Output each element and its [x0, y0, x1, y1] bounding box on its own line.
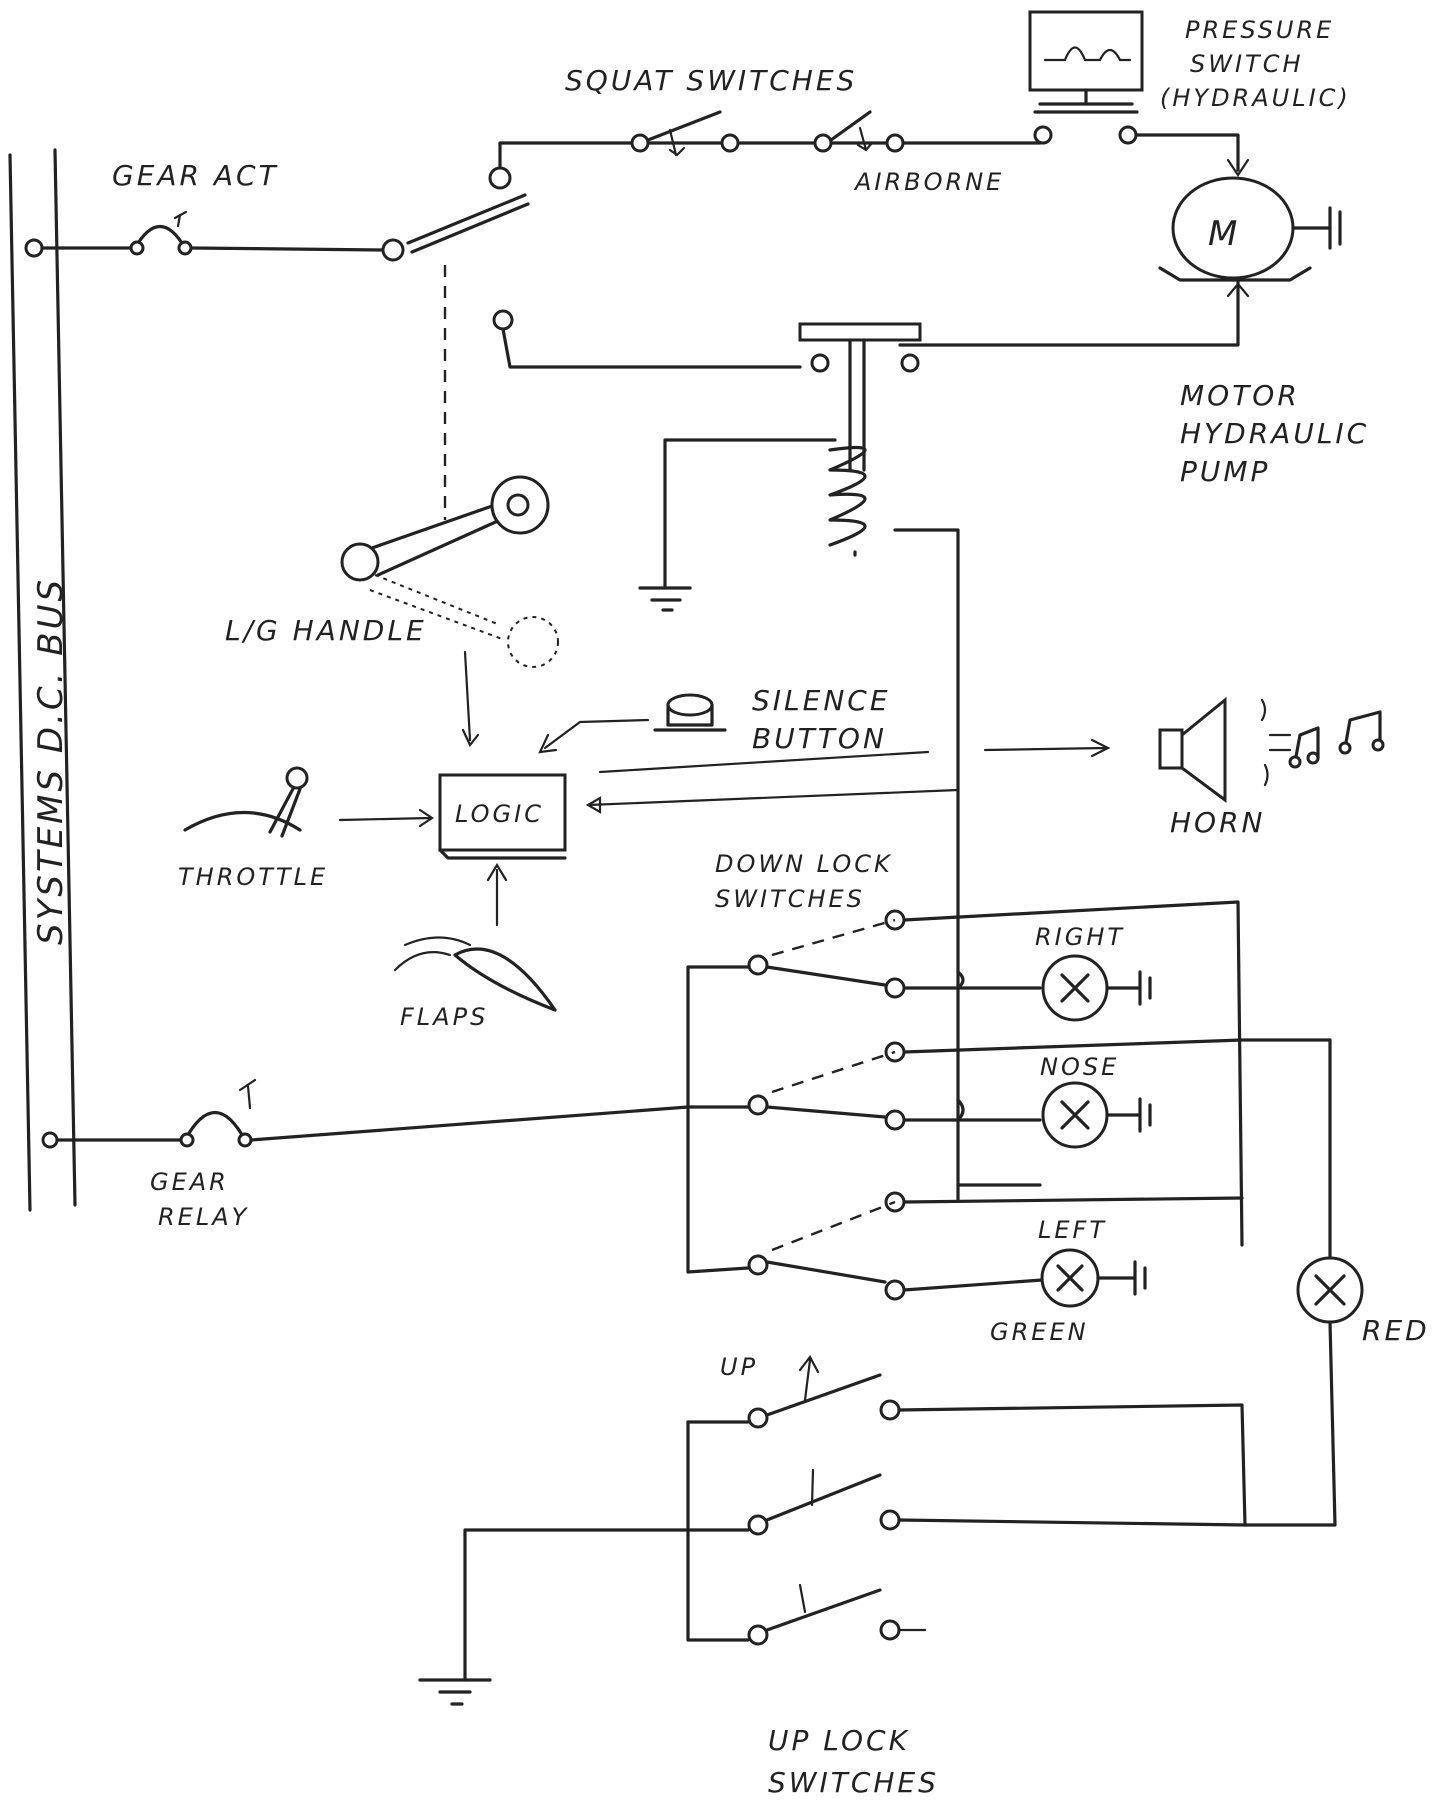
gear-relay: GEAR RELAY — [41, 1078, 690, 1231]
gear-act-breaker: GEAR ACT — [24, 159, 405, 262]
flaps: FLAPS — [393, 936, 557, 1031]
lg-handle: L/G HANDLE — [225, 475, 559, 748]
gear-relay-label-1: GEAR — [150, 1168, 229, 1196]
pressure-switch-label-3: (HYDRAULIC) — [1160, 84, 1351, 112]
gear-relay-label-2: RELAY — [158, 1203, 249, 1231]
lamp-red: RED — [1243, 1256, 1430, 1527]
up-label: UP — [720, 1353, 758, 1381]
up-lock-switches: UP UP LOCK SWITCHES — [418, 1353, 1247, 1799]
motor-label-2: HYDRAULIC — [1180, 417, 1369, 450]
pressure-switch-label-2: SWITCH — [1190, 50, 1304, 78]
squat-switches-label: SQUAT SWITCHES — [565, 64, 857, 97]
silence-button-label-2: BUTTON — [752, 722, 887, 755]
lamp-nose: NOSE — [1040, 1053, 1152, 1149]
silence-button-label-1: SILENCE — [752, 684, 891, 717]
motor-label-3: PUMP — [1180, 455, 1270, 488]
lamp-right-label: RIGHT — [1035, 923, 1125, 951]
logic-label: LOGIC — [455, 800, 544, 828]
pressure-switch-label-1: PRESSURE — [1185, 16, 1334, 44]
motor-label-1: MOTOR — [1180, 379, 1300, 412]
gear-act-terminal — [381, 238, 405, 262]
horn-label: HORN — [1170, 806, 1266, 839]
squat-switches: SQUAT SWITCHES AIRBORNE — [565, 64, 1004, 196]
lamp-green-label: GREEN — [990, 1318, 1089, 1346]
up-lock-label-1: UP LOCK — [768, 1724, 910, 1757]
up-lock-label-2: SWITCHES — [768, 1766, 939, 1799]
logic-box: LOGIC — [438, 750, 960, 927]
lamp-red-label: RED — [1362, 1314, 1430, 1347]
pump-relay — [638, 322, 960, 1202]
motor-letter: M — [1208, 214, 1240, 254]
dc-bus: SYSTEMS D.C. BUS — [8, 148, 77, 1212]
flaps-label: FLAPS — [400, 1003, 488, 1031]
indicator-lamps: RIGHT NOSE LEFT GREEN RED — [902, 900, 1430, 1527]
pressure-switch: PRESSURE SWITCH (HYDRAULIC) — [1028, 10, 1351, 177]
airborne-label: AIRBORNE — [853, 168, 1004, 196]
lg-handle-label: L/G HANDLE — [225, 614, 427, 647]
throttle-label: THROTTLE — [178, 863, 328, 891]
down-lock-label-1: DOWN LOCK — [715, 850, 893, 878]
dc-bus-label: SYSTEMS D.C. BUS — [31, 577, 71, 945]
horn: HORN — [983, 696, 1385, 839]
lamp-nose-label: NOSE — [1040, 1053, 1119, 1081]
gear-act-label: GEAR ACT — [112, 159, 279, 192]
down-lock-switches: DOWN LOCK SWITCHES — [686, 850, 906, 1301]
silence-button[interactable]: SILENCE BUTTON — [538, 684, 891, 755]
down-lock-label-2: SWITCHES — [715, 885, 865, 913]
lamp-right: RIGHT — [1035, 923, 1152, 1022]
hydraulic-pump-motor: M MOTOR HYDRAULIC PUMP — [898, 176, 1369, 488]
gear-act-switch — [406, 141, 1042, 369]
lamp-left: LEFT GREEN — [902, 1216, 1147, 1346]
lamp-left-label: LEFT — [1038, 1216, 1107, 1244]
throttle: THROTTLE — [178, 766, 434, 891]
